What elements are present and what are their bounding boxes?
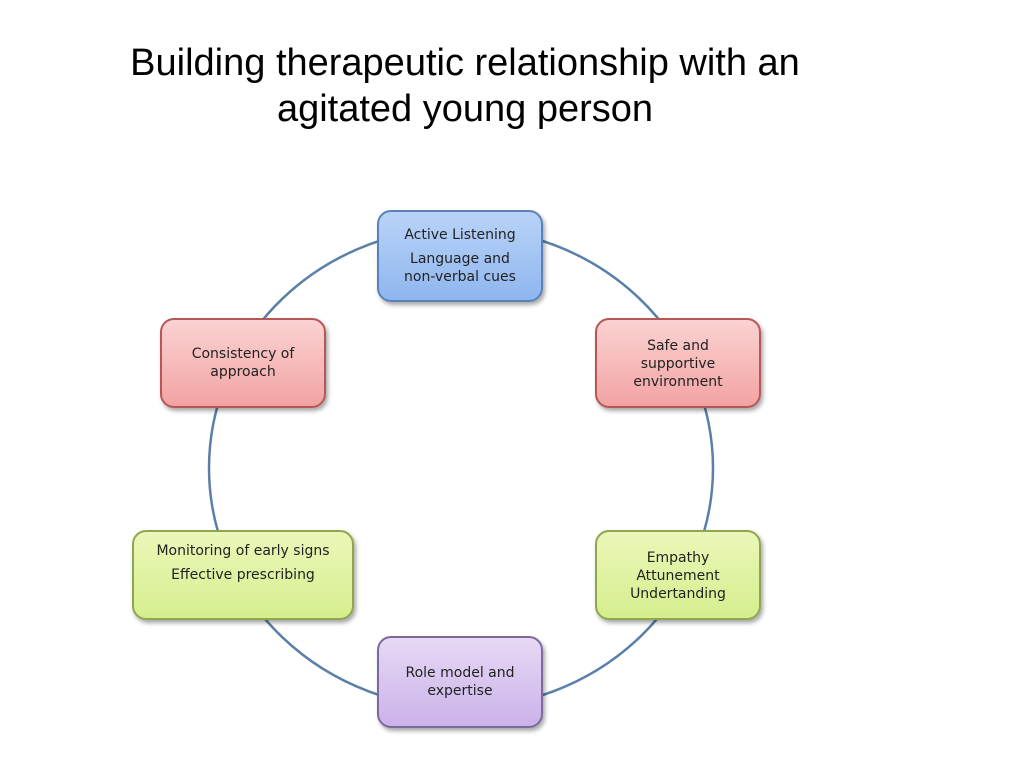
- node-text: supportive: [640, 356, 716, 372]
- node-text: Monitoring of early signs: [156, 543, 330, 559]
- node-text: non-verbal cues: [404, 269, 516, 285]
- node-empathy: Empathy Attunement Undertanding: [595, 530, 761, 620]
- node-active-listening: Active Listening Language and non-verbal…: [377, 210, 543, 302]
- title-line-1: Building therapeutic relationship with a…: [130, 42, 800, 84]
- node-text: Effective prescribing: [171, 567, 315, 583]
- node-role-model: Role model and expertise: [377, 636, 543, 728]
- node-text: expertise: [427, 683, 493, 699]
- node-text: Active Listening: [404, 227, 516, 243]
- node-text: Safe and: [647, 338, 709, 354]
- slide-title: Building therapeutic relationship with a…: [60, 40, 870, 132]
- node-text: Consistency of: [191, 346, 295, 362]
- node-text: Language and: [410, 251, 510, 267]
- node-text: Undertanding: [630, 586, 726, 602]
- node-text: environment: [633, 374, 723, 390]
- node-text: Role model and: [405, 665, 515, 681]
- node-monitoring: Monitoring of early signs Effective pres…: [132, 530, 354, 620]
- title-line-2: agitated young person: [276, 88, 654, 130]
- node-text: Attunement: [636, 568, 720, 584]
- node-text: approach: [210, 364, 276, 380]
- node-consistency: Consistency of approach: [160, 318, 326, 408]
- node-text: Empathy: [646, 550, 710, 566]
- node-safe-environment: Safe and supportive environment: [595, 318, 761, 408]
